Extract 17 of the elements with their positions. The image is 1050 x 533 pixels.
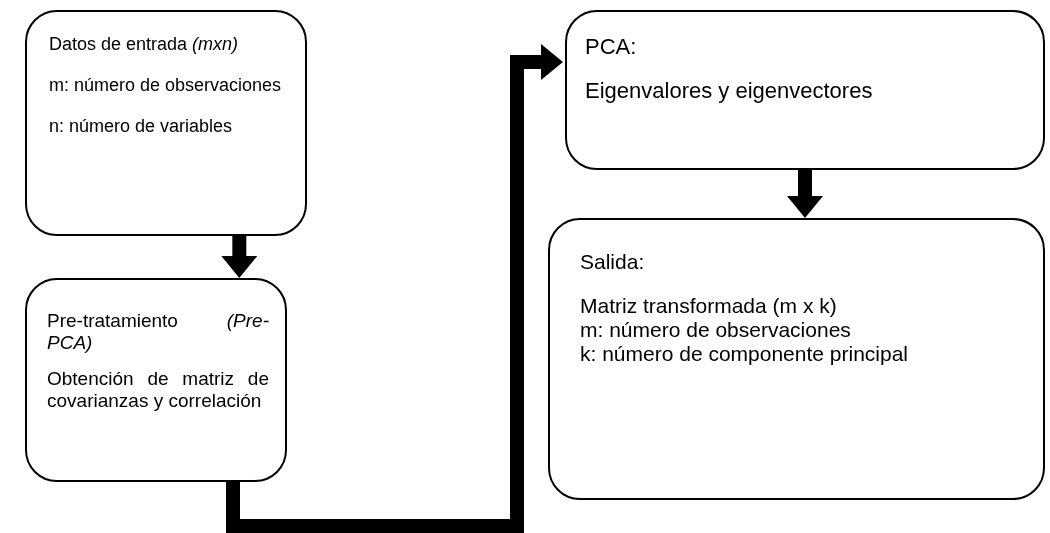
process-box [25, 278, 287, 482]
arrow [221, 236, 258, 278]
box-heading: Pre-tratamiento (Pre-PCA) [47, 310, 269, 354]
box-text: Matriz transformada (m x k) [580, 294, 838, 318]
box-text: Eigenvalores y eigenvectores [585, 78, 874, 104]
box-text: m: número de observaciones [49, 75, 283, 96]
box-text: Obtención de matriz de covarianzas y correlación [47, 368, 269, 412]
process-box [565, 10, 1045, 170]
box-text: k: número de componente principal [580, 342, 910, 366]
arrow [787, 170, 823, 218]
process-box [25, 10, 307, 236]
box-heading: Salida: [580, 250, 646, 274]
box-heading: PCA: [585, 34, 638, 60]
box-text: n: número de variables [49, 116, 234, 137]
process-box [548, 218, 1045, 500]
box-heading: Datos de entrada (mxn) [49, 34, 240, 55]
box-text: m: número de observaciones [580, 318, 852, 342]
